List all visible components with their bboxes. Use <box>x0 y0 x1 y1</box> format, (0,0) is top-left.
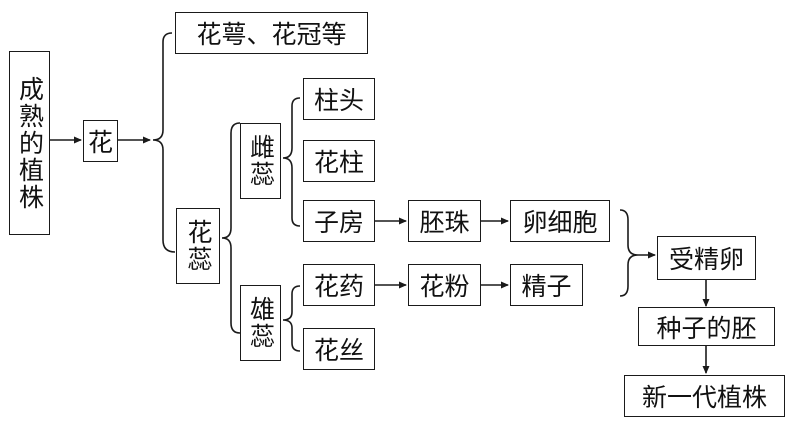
node-sepal-petal: 花萼、花冠等 <box>175 12 368 54</box>
node-egg-cell: 卵细胞 <box>510 200 610 242</box>
node-new-plant: 新一代植株 <box>624 375 785 417</box>
node-filament: 花丝 <box>303 328 375 370</box>
node-stigma: 柱头 <box>303 78 375 120</box>
node-style: 花柱 <box>303 140 375 182</box>
node-style-label: 花柱 <box>313 148 364 177</box>
node-pistil-stamen: 花蕊 <box>176 208 220 284</box>
node-egg-cell-label: 卵细胞 <box>522 208 598 237</box>
node-stamen: 雄蕊 <box>240 285 281 361</box>
node-seed-embryo: 种子的胚 <box>638 307 775 346</box>
node-ovule: 胚珠 <box>408 200 481 242</box>
node-mature-plant-label: 成熟的植株 <box>15 75 45 211</box>
node-pistil: 雌蕊 <box>240 123 281 199</box>
node-fertilized-egg: 受精卵 <box>657 236 756 280</box>
node-anther: 花药 <box>303 264 375 306</box>
node-pistil-stamen-label: 花蕊 <box>184 219 213 273</box>
node-stigma-label: 柱头 <box>313 86 364 115</box>
brace-pistil <box>282 97 301 227</box>
node-pistil-label: 雌蕊 <box>246 134 276 188</box>
node-anther-label: 花药 <box>313 272 364 301</box>
node-new-plant-label: 新一代植株 <box>641 383 767 412</box>
brace-pistil-stamen <box>221 122 241 334</box>
node-pollen: 花粉 <box>408 264 481 306</box>
node-seed-embryo-label: 种子的胚 <box>656 313 757 343</box>
node-flower-label: 花 <box>87 128 113 157</box>
node-sperm: 精子 <box>510 264 583 306</box>
node-flower: 花 <box>83 120 118 162</box>
brace-stamen <box>282 285 301 352</box>
node-ovary-label: 子房 <box>313 208 364 237</box>
node-mature-plant: 成熟的植株 <box>9 51 50 235</box>
brace-fertilization <box>619 209 639 297</box>
node-sperm-label: 精子 <box>521 272 572 301</box>
node-stamen-label: 雄蕊 <box>246 296 276 350</box>
node-sepal-petal-label: 花萼、花冠等 <box>196 20 347 49</box>
node-ovary: 子房 <box>303 200 375 242</box>
node-ovule-label: 胚珠 <box>419 208 470 237</box>
node-fertilized-egg-label: 受精卵 <box>668 245 744 274</box>
node-pollen-label: 花粉 <box>419 272 470 301</box>
node-filament-label: 花丝 <box>313 336 364 365</box>
brace-flower-parts <box>152 32 176 253</box>
